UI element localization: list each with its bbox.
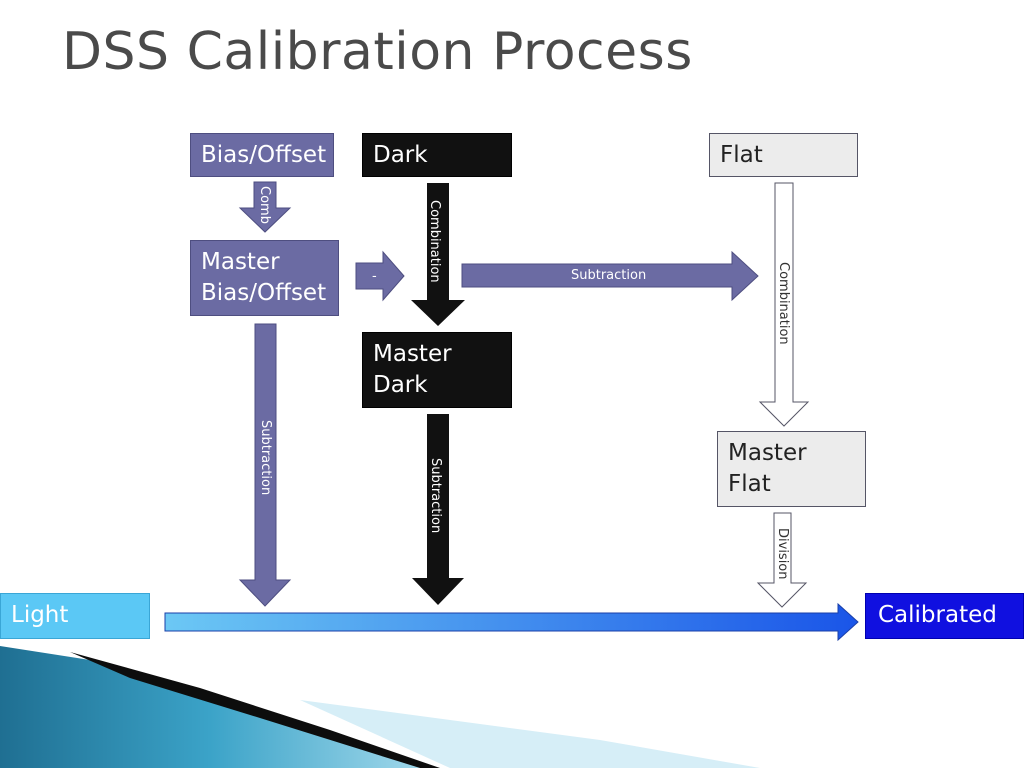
dark-label: Dark	[373, 142, 428, 168]
master-bias-label-line2: Bias/Offset	[201, 280, 327, 306]
minus-arrow: -	[355, 250, 405, 302]
master-flat-label-line1: Master	[728, 440, 807, 466]
division-label: Division	[775, 528, 790, 580]
bias-subtraction-arrow: Subtraction	[238, 323, 292, 607]
light-to-calibrated-arrow	[164, 602, 859, 642]
light-label: Light	[11, 602, 69, 628]
flat-combination-label: Combination	[776, 262, 791, 345]
division-arrow: Division	[756, 512, 808, 608]
master-bias-label-line1: Master	[201, 249, 280, 275]
master-bias-offset-box: Master Bias/Offset	[190, 240, 339, 316]
minus-label: -	[372, 269, 377, 284]
bias-offset-label: Bias/Offset	[201, 142, 327, 168]
master-dark-box: Master Dark	[362, 332, 512, 408]
dark-box: Dark	[362, 133, 512, 177]
light-box: Light	[0, 593, 150, 639]
comb-label: Comb	[257, 186, 272, 224]
master-dark-label-line1: Master	[373, 341, 452, 367]
flat-box: Flat	[709, 133, 858, 177]
subtraction-to-flat-arrow: Subtraction	[461, 250, 759, 302]
calibrated-box: Calibrated	[865, 593, 1024, 639]
calibrated-label: Calibrated	[878, 602, 997, 628]
decorative-swoosh	[0, 646, 760, 768]
bias-offset-box: Bias/Offset	[190, 133, 334, 177]
flat-label: Flat	[720, 142, 763, 168]
comb-arrow: Comb	[238, 181, 292, 233]
master-flat-box: Master Flat	[717, 431, 866, 507]
dark-subtraction-label: Subtraction	[428, 458, 443, 533]
subtraction-to-flat-label: Subtraction	[571, 268, 646, 283]
bias-subtraction-label: Subtraction	[258, 420, 273, 495]
dark-combination-label: Combination	[427, 200, 442, 283]
master-dark-label-line2: Dark	[373, 372, 428, 398]
master-flat-label-line2: Flat	[728, 471, 771, 497]
dark-combination-arrow: Combination	[411, 183, 465, 326]
slide-title: DSS Calibration Process	[62, 22, 693, 82]
dark-subtraction-arrow: Subtraction	[412, 414, 464, 605]
flat-combination-arrow: Combination	[758, 182, 810, 427]
